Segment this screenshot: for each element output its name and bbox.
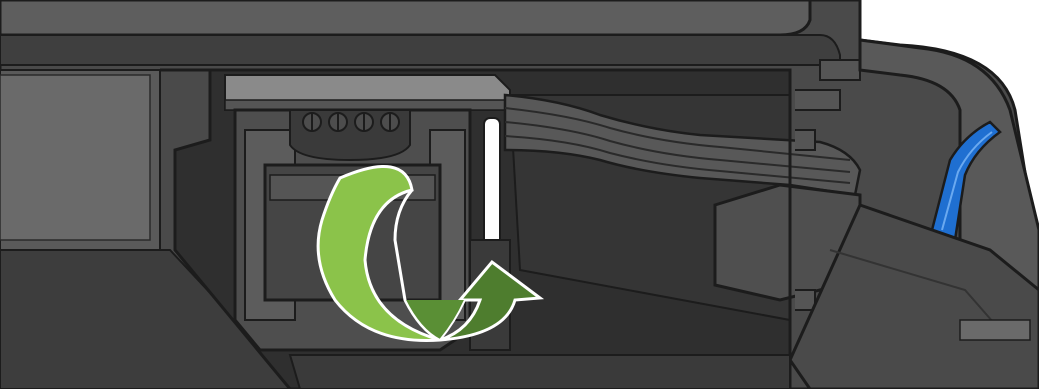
printer-lid bbox=[0, 0, 810, 35]
ink-ports bbox=[290, 110, 410, 160]
bottom-base bbox=[290, 355, 790, 389]
